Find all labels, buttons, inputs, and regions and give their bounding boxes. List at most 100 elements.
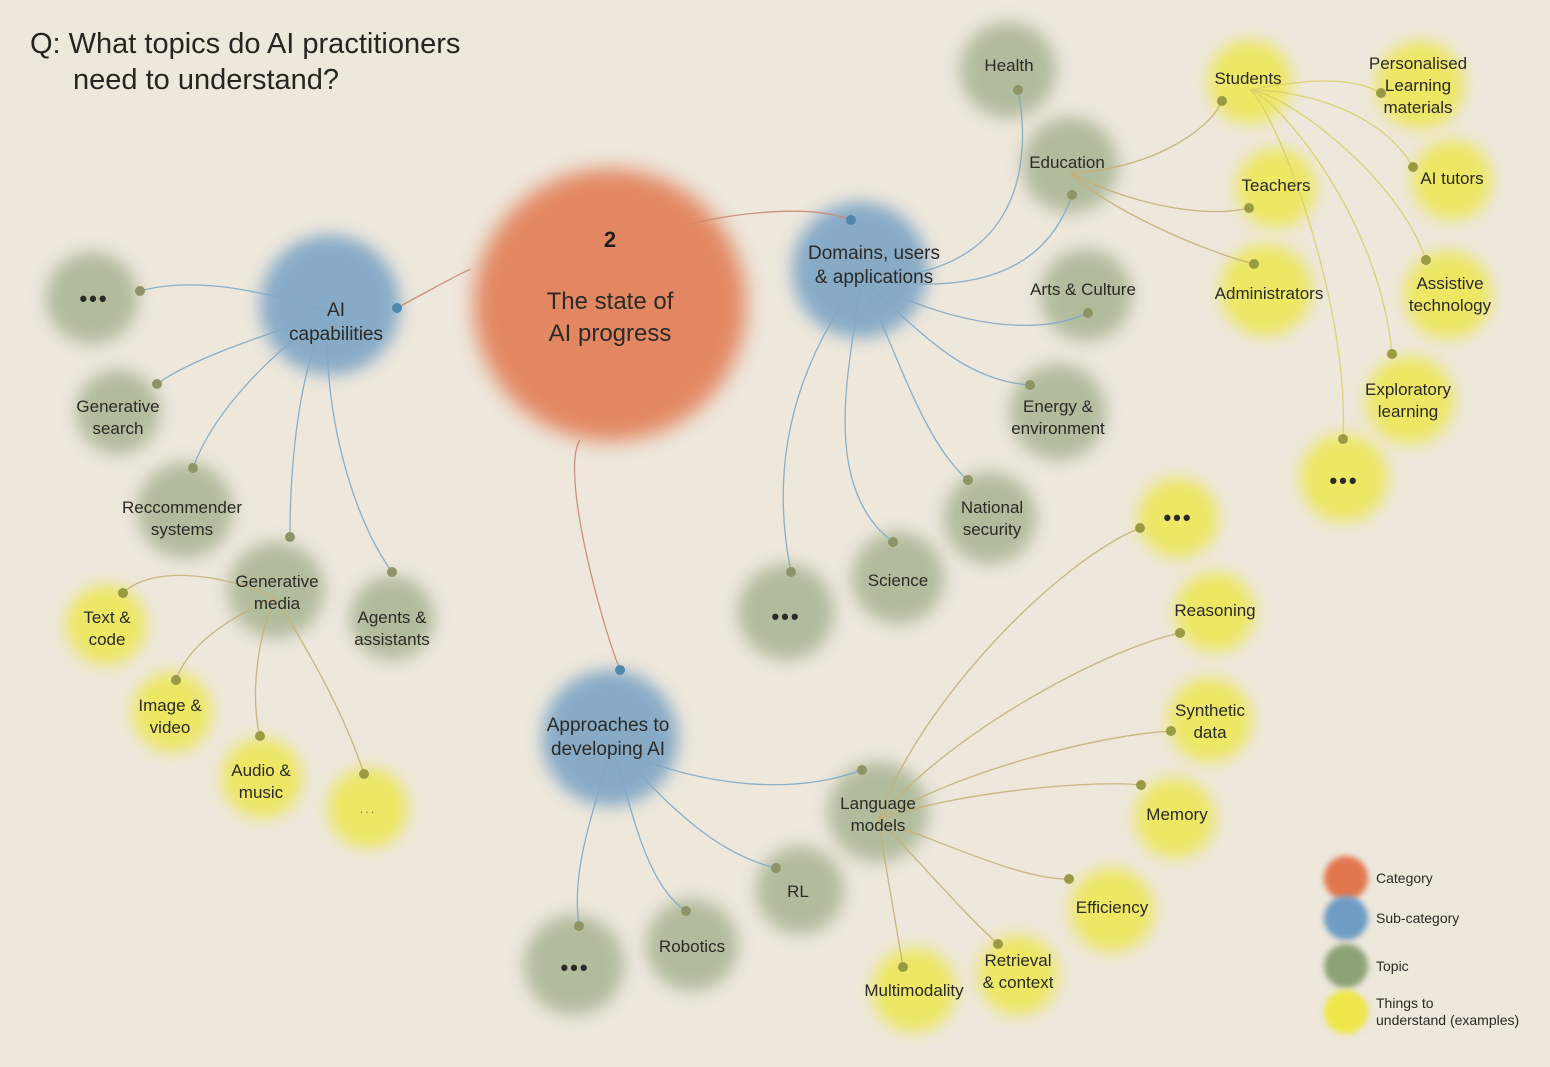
language-models-anchor-dot [857, 765, 867, 775]
connector-education-to-teachers [1069, 172, 1250, 213]
retrieval-label: Retrieval & context [982, 951, 1054, 992]
connector-gen-media-to-media-more [275, 597, 365, 775]
connector-language-models-to-efficiency [877, 819, 1070, 880]
cap-more-bubble [46, 252, 138, 344]
retrieval-bubble [978, 935, 1058, 1015]
recommender-anchor-dot [188, 463, 198, 473]
language-models-label: Language models [840, 794, 916, 835]
assistive-label: Assistive technology [1408, 274, 1492, 315]
approaches-label: Approaches to developing AI [546, 715, 670, 760]
image-video-bubble [132, 672, 212, 752]
students-bubble [1208, 40, 1292, 124]
teachers-label: Teachers [1241, 176, 1311, 195]
media-more-anchor-dot [359, 769, 369, 779]
lm-more-label: ••• [1163, 505, 1193, 530]
connector-students-to-exploratory [1249, 89, 1393, 355]
connector-domains-to-arts [859, 277, 1089, 326]
legend-item-topic: Topic [1324, 944, 1409, 988]
memory-anchor-dot [1136, 780, 1146, 790]
connector-students-to-assistive [1249, 89, 1427, 261]
connector-language-models-to-retrieval [877, 819, 999, 945]
health-anchor-dot [1013, 85, 1023, 95]
science-bubble [852, 532, 944, 624]
capabilities-label: AI capabilities [289, 300, 383, 345]
domains-anchor-dot [846, 215, 856, 225]
health-bubble [960, 22, 1056, 118]
connector-capabilities-to-agents [326, 312, 393, 573]
connector-education-to-students [1069, 100, 1223, 174]
connector-capabilities-to-gen-search [156, 312, 331, 385]
tutors-bubble [1412, 140, 1492, 220]
robotics-anchor-dot [681, 906, 691, 916]
energy-anchor-dot [1025, 380, 1035, 390]
robotics-bubble [646, 899, 738, 991]
audio-music-label: Audio & music [231, 761, 291, 802]
legend-swatch-sub-category [1324, 896, 1368, 940]
administrators-anchor-dot [1249, 259, 1259, 269]
text-code-bubble [66, 585, 146, 665]
security-bubble [944, 472, 1036, 564]
domains-bubble [792, 202, 928, 338]
memory-label: Memory [1146, 805, 1208, 824]
efficiency-bubble [1070, 868, 1154, 952]
connector-domains-to-energy [859, 277, 1031, 386]
synthetic-anchor-dot [1166, 726, 1176, 736]
category-number: 2 [603, 227, 617, 252]
domains-more-bubble [738, 564, 834, 660]
audio-music-anchor-dot [255, 731, 265, 741]
connector-language-models-to-synthetic [877, 730, 1172, 821]
personalised-label: Personalised Learning materials [1368, 54, 1468, 117]
robotics-label: Robotics [658, 937, 726, 956]
legend-label: Topic [1376, 957, 1409, 974]
gen-media-label: Generative media [235, 572, 319, 613]
recommender-bubble [137, 462, 233, 558]
agents-anchor-dot [387, 567, 397, 577]
image-video-label: Image & video [138, 696, 202, 737]
legend-item-sub-category: Sub-category [1324, 896, 1459, 940]
personalised-bubble [1376, 41, 1464, 129]
connector-category-to-capabilities [396, 269, 471, 309]
anchor-dot-layer [118, 85, 1431, 972]
connector-capabilities-to-gen-media [289, 312, 331, 538]
exploratory-label: Exploratory learning [1365, 380, 1451, 421]
students-anchor-dot [1217, 96, 1227, 106]
connector-domains-to-education [859, 194, 1073, 285]
capabilities-bubble [260, 235, 400, 375]
connector-approaches-to-language-models [609, 745, 863, 786]
question-title: Q: What topics do AI practitioners need … [30, 26, 460, 98]
connector-gen-media-to-image-video [175, 597, 277, 681]
connector-gen-media-to-text-code [122, 574, 277, 599]
connector-language-models-to-lm-more [877, 527, 1141, 821]
multimodality-label: Multimodality [864, 981, 964, 1000]
connector-category-to-approaches [573, 439, 621, 671]
image-video-anchor-dot [171, 675, 181, 685]
energy-label: Energy & environment [1011, 397, 1105, 438]
text-code-label: Text & code [83, 608, 131, 649]
connector-layer [122, 80, 1427, 968]
students-more-anchor-dot [1338, 434, 1348, 444]
legend-label: Things to understand (examples) [1376, 995, 1520, 1028]
gen-search-anchor-dot [152, 379, 162, 389]
connector-category-to-domains [689, 210, 852, 226]
arts-anchor-dot [1083, 308, 1093, 318]
connector-approaches-to-robotics [609, 745, 687, 912]
education-anchor-dot [1067, 190, 1077, 200]
reasoning-label: Reasoning [1174, 601, 1256, 620]
connector-students-to-personalised [1249, 80, 1382, 94]
reasoning-bubble [1175, 572, 1255, 652]
connector-domains-to-health [859, 89, 1024, 279]
students-label: Students [1214, 69, 1282, 88]
exploratory-anchor-dot [1387, 349, 1397, 359]
tutors-label: AI tutors [1420, 169, 1484, 188]
recommender-label: Reccommender systems [122, 498, 242, 539]
legend-item-thing: Things to understand (examples) [1324, 990, 1519, 1034]
connector-students-to-students-more [1249, 89, 1345, 440]
reasoning-anchor-dot [1175, 628, 1185, 638]
connector-approaches-to-approaches-more [576, 745, 611, 927]
teachers-anchor-dot [1244, 203, 1254, 213]
connector-gen-media-to-audio-music [254, 597, 277, 737]
personalised-anchor-dot [1376, 88, 1386, 98]
memory-bubble [1135, 778, 1215, 858]
agents-bubble [350, 576, 434, 660]
